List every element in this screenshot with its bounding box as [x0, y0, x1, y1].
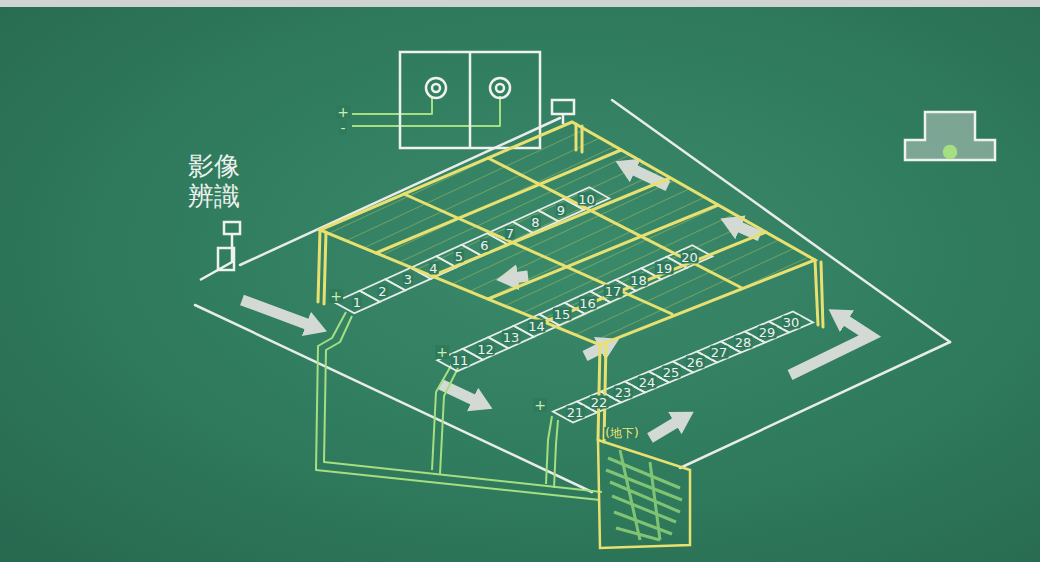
stall-number: 8 — [530, 215, 540, 228]
stall-number: 7 — [505, 227, 515, 240]
underground-battery — [598, 440, 690, 548]
stall-number: 15 — [553, 308, 572, 321]
polarity-sign: + — [329, 289, 343, 303]
stall-number: 19 — [655, 262, 674, 275]
polarity-sign: + — [533, 398, 547, 412]
stall-number: 5 — [454, 250, 464, 263]
board-frame — [0, 0, 1040, 7]
stall-number: 9 — [556, 204, 566, 217]
stall-number: 25 — [662, 366, 681, 379]
polarity-sign: - — [339, 121, 346, 135]
stall-number: 21 — [566, 406, 585, 419]
underground-label: (地下) — [604, 427, 639, 439]
camera-icons — [200, 100, 995, 280]
stall-number: 13 — [502, 331, 521, 344]
stall-number: 28 — [734, 336, 753, 349]
stall-number: 16 — [578, 296, 597, 309]
stall-number: 27 — [710, 346, 729, 359]
stall-number: 12 — [476, 342, 495, 355]
stall-number: 14 — [527, 319, 546, 332]
stall-number: 23 — [614, 386, 633, 399]
stall-number: 17 — [604, 285, 623, 298]
stall-number: 29 — [758, 326, 777, 339]
stall-number: 1 — [352, 296, 362, 309]
stall-number: 6 — [479, 238, 489, 251]
stall-number: 30 — [782, 316, 801, 329]
stall-number: 20 — [680, 250, 699, 263]
solar-panel — [400, 52, 540, 148]
stall-number: 22 — [590, 396, 609, 409]
stall-number: 3 — [403, 273, 413, 286]
polarity-sign: + — [336, 105, 350, 119]
stall-number: 2 — [377, 284, 387, 297]
parking-stall — [360, 279, 406, 302]
camera-label: 影像辨識 — [188, 152, 243, 212]
stall-number: 11 — [451, 354, 470, 367]
roof-frame — [318, 122, 823, 442]
stall-number: 4 — [428, 261, 438, 274]
stall-number: 24 — [638, 376, 657, 389]
polarity-sign: + — [435, 345, 449, 359]
stall-number: 18 — [629, 273, 648, 286]
road-outline — [195, 100, 950, 492]
stall-number: 26 — [686, 356, 705, 369]
stall-number: 10 — [577, 192, 596, 205]
